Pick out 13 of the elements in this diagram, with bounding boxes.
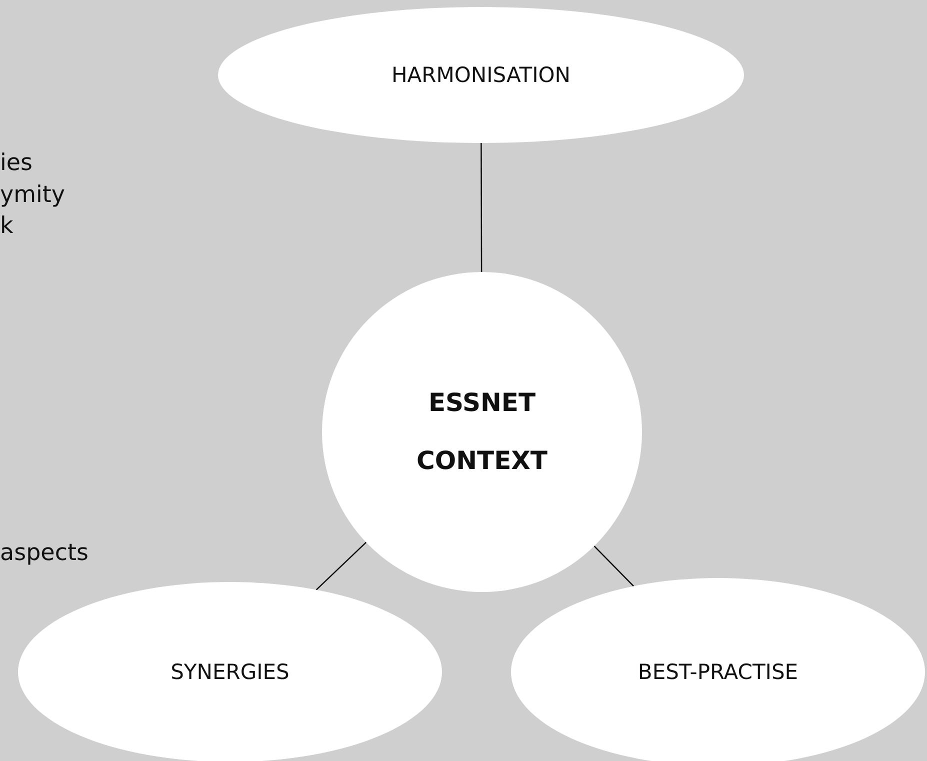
ellipse-node [218,7,744,143]
connector-line [594,546,634,587]
node-label: BEST-PRACTISE [638,660,798,684]
node-label: ESSNET CONTEXT [416,387,548,477]
text-fragment: ymity [0,182,66,208]
node-label: HARMONISATION [391,63,570,87]
connector-line [480,143,482,272]
circle-node [322,272,642,592]
connector-line [316,542,367,590]
text-fragment: aspects [0,540,88,566]
text-fragment: k [0,213,14,239]
node-label: SYNERGIES [170,660,290,684]
text-fragment: ies [0,150,33,176]
